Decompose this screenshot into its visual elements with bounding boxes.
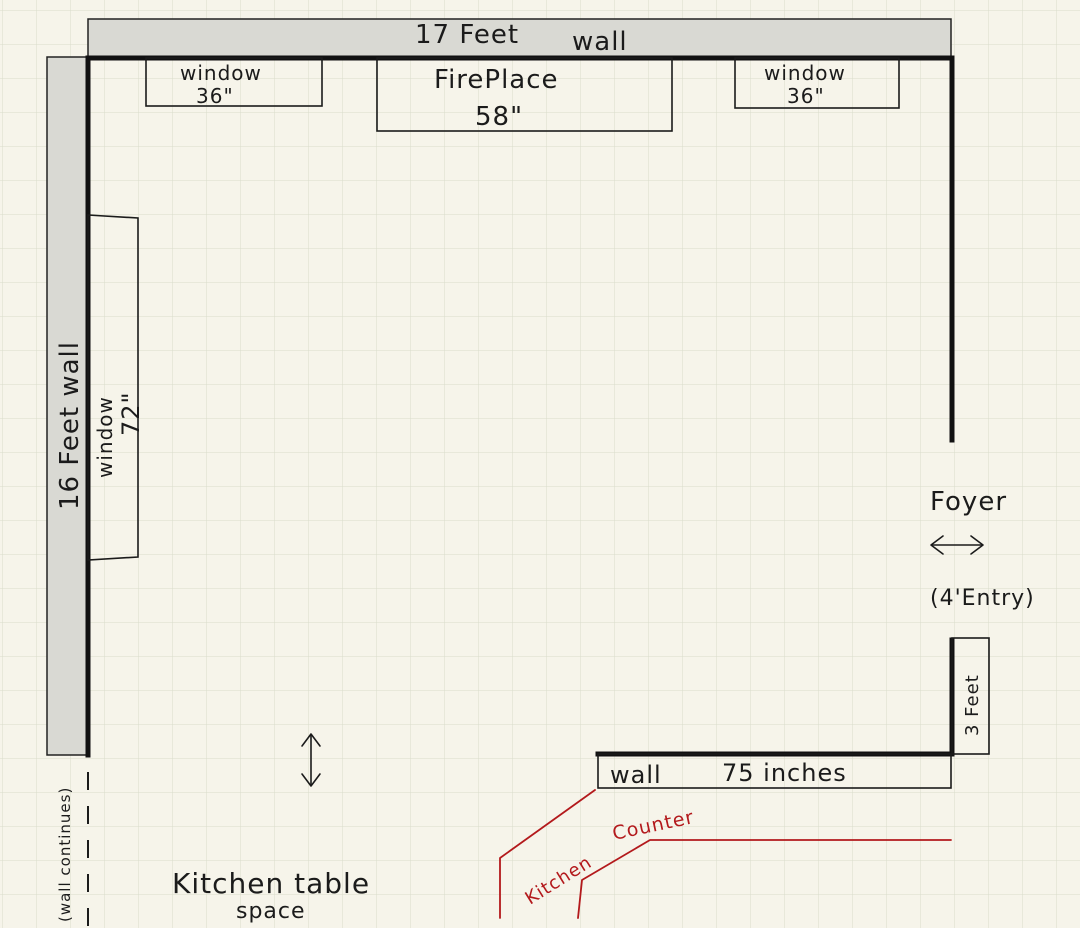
fireplace-label: FirePlace	[434, 65, 559, 95]
entry-label: (4'Entry)	[930, 586, 1035, 611]
three-feet-label: 3 Feet	[962, 674, 983, 736]
kitchen-table-label-2: space	[236, 899, 306, 924]
foyer-arrow-icon	[930, 535, 984, 555]
window-top-left	[145, 57, 323, 107]
window-top-left-size: 36"	[196, 84, 234, 108]
window-left-size: 72"	[117, 391, 145, 436]
top-wall-word: wall	[572, 27, 628, 57]
bottom-wall-box	[597, 753, 952, 789]
window-top-left-label: window	[180, 61, 262, 85]
table-arrow-icon	[301, 733, 321, 787]
fireplace-size: 58"	[475, 102, 523, 132]
top-wall-strip	[87, 18, 952, 59]
counter-outer-line	[499, 789, 596, 919]
bottom-wall-size: 75 inches	[722, 759, 847, 787]
wall-continues-label: (wall continues)	[56, 787, 74, 922]
top-wall-label: 17 Feet	[415, 20, 519, 50]
left-wall-label: 16 Feet wall	[55, 341, 85, 510]
counter-inner-line	[577, 839, 952, 919]
window-left-label: window	[93, 396, 117, 478]
bottom-wall-word: wall	[610, 761, 662, 789]
foyer-label: Foyer	[930, 487, 1007, 517]
window-left	[87, 214, 139, 561]
window-top-right-label: window	[764, 61, 846, 85]
kitchen-table-label: Kitchen table	[172, 867, 370, 900]
three-feet-box	[951, 637, 990, 755]
left-wall-strip	[46, 56, 88, 756]
fireplace	[376, 57, 673, 132]
window-top-right	[734, 57, 900, 109]
window-top-right-size: 36"	[787, 84, 825, 108]
